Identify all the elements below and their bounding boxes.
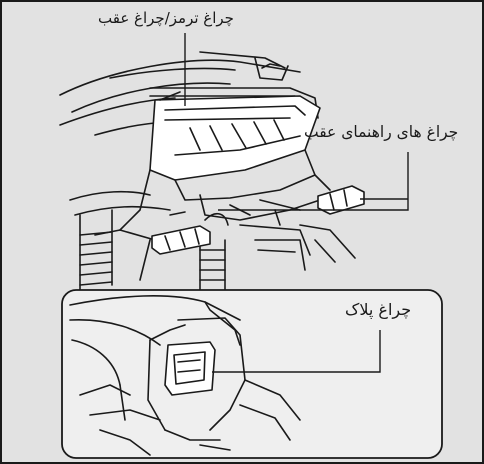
license-plate-light-label: چراغ پلاک <box>345 301 411 319</box>
brake-tail-light-label: چراغ ترمز/چراغ عقب <box>98 10 234 27</box>
rear-turn-signals-label: چراغ های راهنمای عقب <box>304 124 458 142</box>
